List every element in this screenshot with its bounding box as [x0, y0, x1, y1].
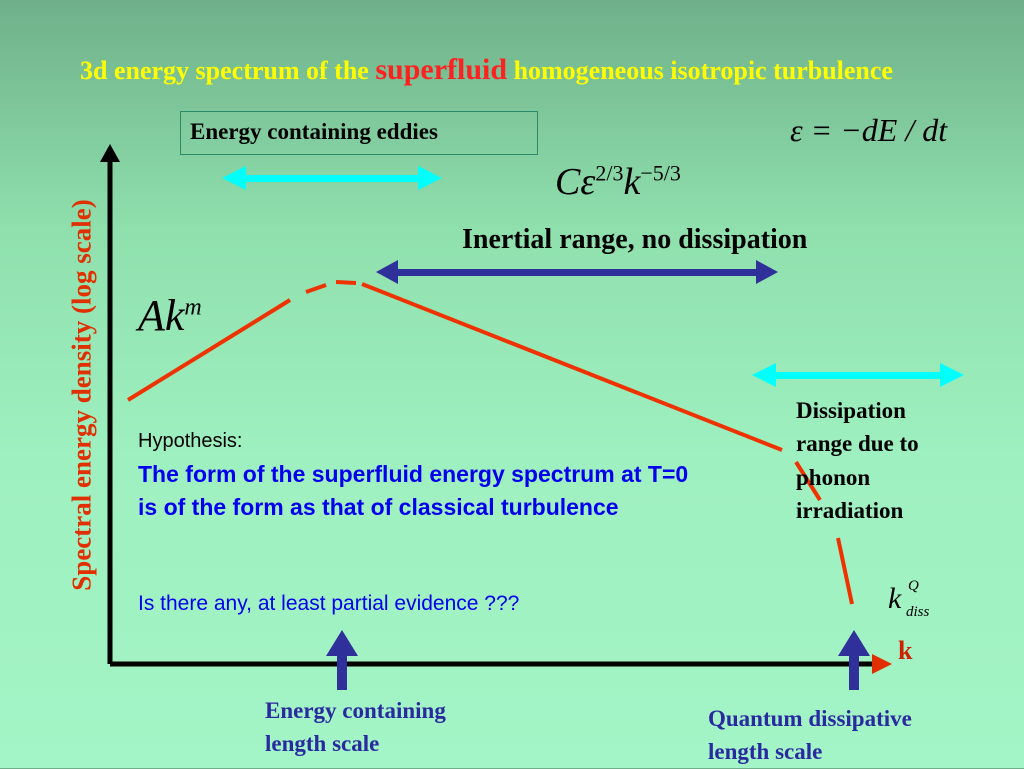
ak-formula: Akm	[138, 291, 202, 340]
x-axis-arrowhead	[872, 654, 892, 674]
curve-ak-segment	[126, 298, 292, 402]
slide-title: 3d energy spectrum of the superfluid hom…	[80, 53, 893, 86]
energy-eddies-label: Energy containing eddies	[190, 119, 438, 144]
curve-peak-dashed	[305, 280, 357, 294]
epsilon-formula: ε = −dE / dt	[790, 112, 948, 148]
quantum-length-scale-label: Quantum dissipative length scale	[708, 706, 912, 765]
spectrum-curve	[126, 280, 854, 605]
curve-dissipation-dash2	[836, 537, 854, 605]
dissipation-range-label: Dissipation range due to phonon irradiat…	[796, 398, 919, 524]
y-axis-arrowhead	[100, 144, 120, 162]
curve-inertial-segment	[361, 282, 783, 452]
title-highlight: superfluid	[375, 53, 508, 86]
hypothesis-text: The form of the superfluid energy spectr…	[138, 461, 689, 521]
energy-eddies-arrow	[222, 166, 442, 190]
inertial-range-label: Inertial range, no dissipation	[462, 224, 808, 255]
y-axis-label: Spectral energy density (log scale)	[66, 199, 97, 591]
energy-length-scale-label: Energy containing length scale	[265, 698, 446, 757]
x-axis-label: k	[898, 636, 913, 665]
quantum-scale-up-arrow	[838, 630, 870, 690]
hypothesis-label: Hypothesis:	[138, 430, 243, 452]
dissipation-range-arrow	[752, 363, 964, 387]
curve-dissipation-dash1	[794, 460, 822, 502]
kolmogorov-formula: Cε2/3k−5/3	[555, 160, 681, 203]
inertial-range-arrow	[376, 260, 778, 284]
energy-eddies-box	[180, 111, 538, 155]
evidence-question: Is there any, at least partial evidence …	[138, 592, 520, 615]
energy-scale-up-arrow	[326, 630, 358, 690]
